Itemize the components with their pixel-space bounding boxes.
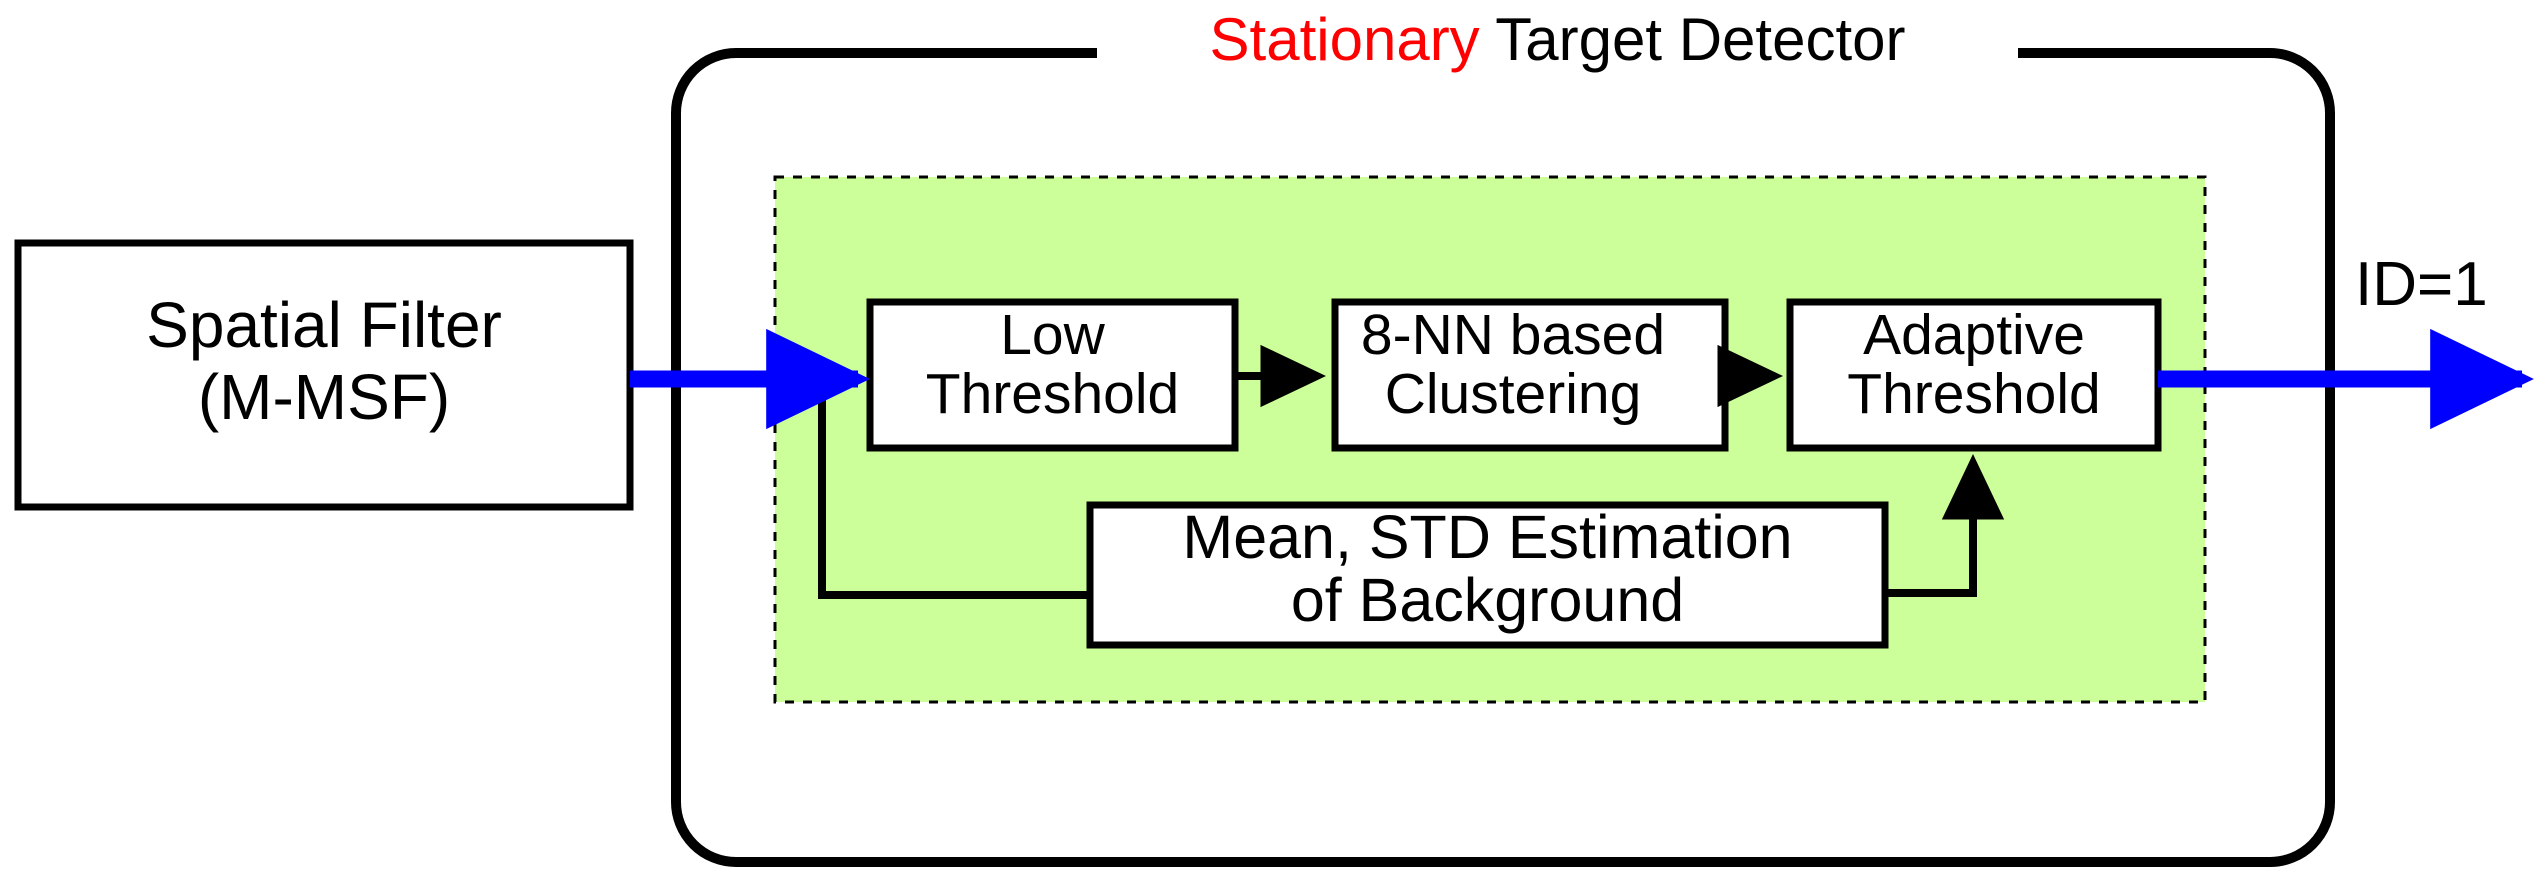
adaptive-threshold-box[interactable] [1786, 298, 2162, 452]
spatial-filter-box[interactable] [14, 239, 634, 511]
stationary-target-detector-container [671, 48, 2335, 867]
clustering-box[interactable] [1331, 298, 1729, 452]
feedback-to-adaptive-threshold-arrow [1885, 453, 2005, 597]
feedback-to-low-threshold-line [818, 380, 1090, 599]
low-threshold-box[interactable] [866, 298, 1239, 452]
background-estimation-box[interactable] [1086, 501, 1889, 649]
